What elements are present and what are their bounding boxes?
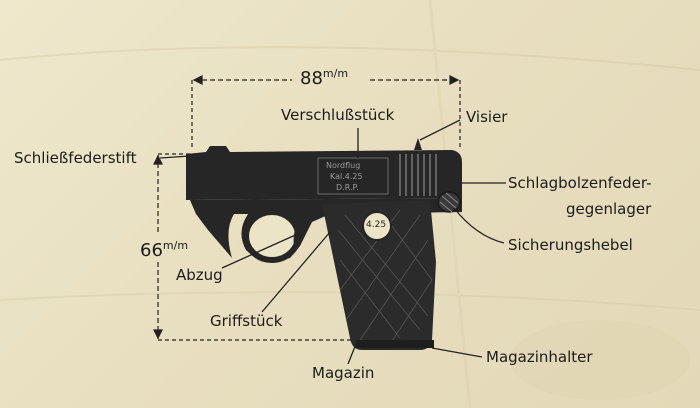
label-magazin: Magazin (312, 364, 375, 382)
leader-griffstueck (261, 231, 331, 313)
label-schliessfederstift: Schließfederstift (14, 149, 137, 167)
leader-schliessfederstift (159, 155, 191, 159)
label-visier: Visier (466, 108, 508, 126)
height-dimension-line (153, 153, 360, 341)
slide-stamp-box (317, 157, 389, 195)
label-schlagbolzenfeder-line2: gegenlager (566, 200, 652, 218)
label-verschlussstueck: Verschlußstück (281, 106, 395, 124)
slide-stamp-line3: D.R.P. (336, 183, 359, 192)
height-unit: m/m (162, 239, 189, 252)
label-schlagbolzenfeder-line1: Schlagbolzenfeder- (508, 174, 652, 192)
leader-visier (419, 119, 461, 141)
leader-lines (159, 119, 506, 365)
label-abzug: Abzug (176, 266, 223, 284)
leader-magazin (347, 343, 357, 365)
length-dimension-label: 88m/m (300, 68, 348, 88)
label-magazinhalter: Magazinhalter (486, 348, 593, 366)
label-griffstueck: Griffstück (210, 312, 283, 330)
length-dimension-line (191, 75, 461, 150)
length-number: 88 (300, 68, 323, 89)
pistol-drawing (186, 138, 462, 350)
grip (322, 200, 436, 350)
height-number: 66 (140, 240, 163, 261)
label-sicherungshebel: Sicherungshebel (508, 236, 633, 254)
leader-abzug (221, 231, 303, 269)
magazine-base (356, 340, 434, 348)
height-dimension-label: 66m/m (140, 240, 188, 260)
grip-medallion-label: 4.25 (366, 220, 387, 230)
grip-medallion (362, 211, 392, 241)
trigger-guard (243, 209, 301, 263)
leader-sicherungshebel (453, 207, 505, 244)
slide-serrations (399, 154, 437, 196)
sight (414, 138, 422, 150)
slide-stamp-line2: Kal.4.25 (330, 172, 363, 181)
length-unit: m/m (322, 67, 349, 80)
leader-magazinhalter (431, 347, 483, 358)
slide (186, 146, 462, 200)
slide-stamp-line1: Nordflug (326, 161, 361, 170)
